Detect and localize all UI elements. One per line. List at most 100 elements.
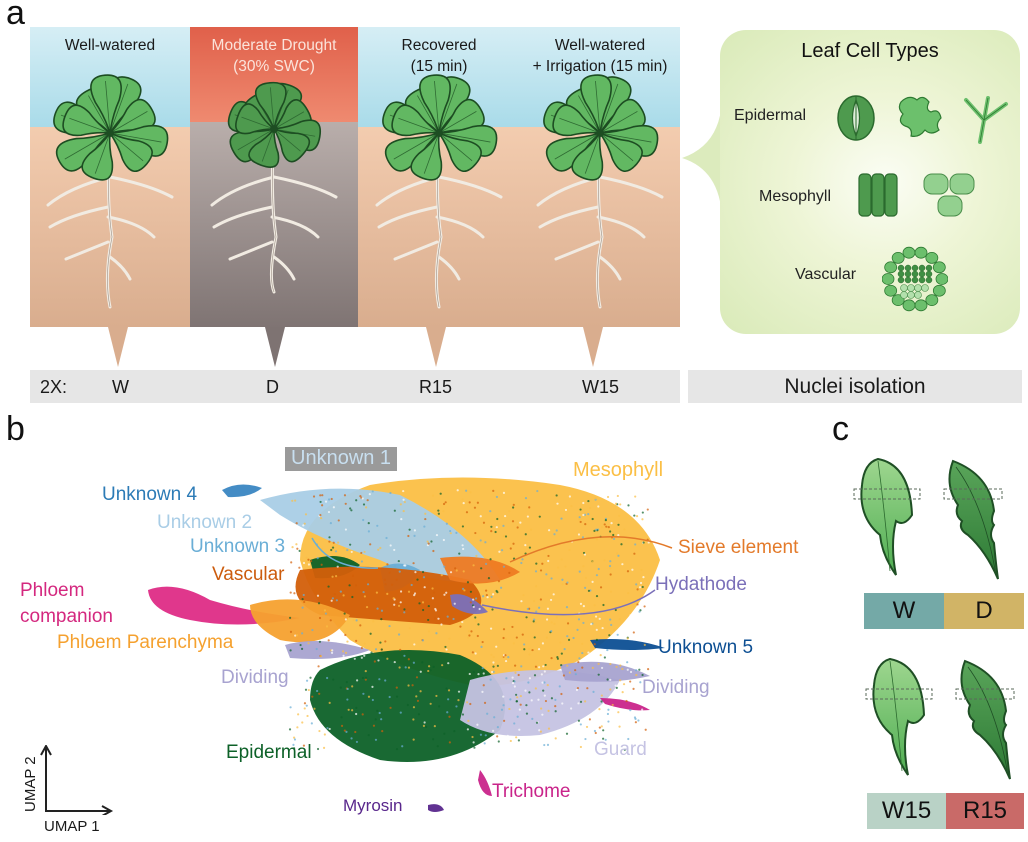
cell-point <box>329 619 332 622</box>
cell-point <box>490 595 493 598</box>
cell-point <box>360 560 364 563</box>
cell-point <box>370 651 373 654</box>
cell-point <box>336 565 339 568</box>
cell-point <box>413 592 417 595</box>
cell-point <box>568 671 571 674</box>
cell-point <box>484 734 487 737</box>
cell-point <box>296 547 299 550</box>
cell-point <box>311 628 314 632</box>
condition-title-line1: Well-watered <box>554 37 646 54</box>
cell-point <box>626 661 629 664</box>
cell-point <box>454 567 457 570</box>
cell-point <box>312 495 316 498</box>
cell-point <box>642 575 645 579</box>
cell-point <box>408 528 411 531</box>
cell-point <box>491 729 495 732</box>
cell-point <box>593 643 596 646</box>
cell-point <box>446 615 449 618</box>
cell-point <box>343 494 347 497</box>
cell-point <box>531 648 534 652</box>
cell-point <box>490 653 493 656</box>
cell-point <box>479 539 482 542</box>
cell-point <box>544 663 547 667</box>
cell-point <box>371 698 374 702</box>
cell-point <box>399 601 402 604</box>
cell-point <box>402 498 405 501</box>
cell-point <box>461 525 465 528</box>
cell-point <box>377 659 380 662</box>
cell-point <box>291 499 294 502</box>
cell-point <box>485 589 488 592</box>
cell-point <box>340 716 343 719</box>
cell-point <box>288 728 292 731</box>
cell-point <box>521 558 524 561</box>
cell-point <box>526 607 529 611</box>
cell-point <box>534 687 537 690</box>
cell-point <box>491 608 494 611</box>
cell-point <box>473 746 476 749</box>
trichome-icon <box>964 96 1008 144</box>
cell-point <box>592 690 595 693</box>
cell-point <box>512 642 515 645</box>
cell-point <box>444 645 447 649</box>
cell-point <box>534 570 538 573</box>
cell-point <box>319 494 322 497</box>
cell-point <box>445 591 448 594</box>
cell-point <box>360 551 363 555</box>
cell-point <box>401 745 404 748</box>
cell-point <box>296 729 300 733</box>
cell-point <box>536 489 539 493</box>
cell-point <box>486 712 489 715</box>
cell-point <box>339 686 342 689</box>
cell-point <box>437 512 440 515</box>
cell-point <box>320 516 323 520</box>
cell-point <box>570 707 573 710</box>
cell-point <box>565 606 569 609</box>
cell-point <box>397 604 401 607</box>
panel-a-letter: a <box>6 0 25 32</box>
cell-point <box>429 702 432 705</box>
cell-point <box>369 543 372 546</box>
label-unknown-1: Unknown 1 <box>285 447 398 471</box>
cell-point <box>518 728 521 731</box>
cell-point <box>489 558 492 561</box>
cell-point <box>472 671 475 674</box>
cell-point <box>295 634 299 637</box>
cell-point <box>328 727 331 731</box>
cell-point <box>547 709 550 712</box>
cluster-unknown-4 <box>222 484 262 498</box>
cell-point <box>347 708 350 711</box>
cell-point <box>395 686 398 689</box>
cell-point <box>623 748 626 751</box>
nuclei-isolation-label: Nuclei isolation <box>784 375 926 398</box>
cell-point <box>550 697 554 700</box>
cell-point <box>412 661 415 664</box>
cell-point <box>476 501 479 504</box>
cell-point <box>574 673 577 676</box>
cell-point <box>608 564 612 568</box>
cell-point <box>476 723 479 726</box>
cell-point <box>346 698 349 701</box>
cell-point <box>606 495 610 499</box>
cell-point <box>465 511 469 514</box>
cell-point <box>355 639 358 643</box>
cell-point <box>329 522 332 525</box>
cell-point <box>516 696 519 699</box>
cell-point <box>295 543 298 546</box>
cell-point <box>477 673 480 676</box>
cell-point <box>583 553 587 556</box>
cell-point <box>643 643 646 647</box>
cell-point <box>541 681 544 684</box>
condition-title: Well-watered <box>30 35 190 56</box>
cell-point <box>492 670 495 673</box>
cell-point <box>539 569 543 572</box>
cell-point <box>520 665 523 668</box>
cell-point <box>560 692 563 696</box>
sample-pointer-w15 <box>583 327 603 367</box>
cell-point <box>403 608 406 611</box>
cell-point <box>350 737 353 740</box>
cell-point <box>463 589 466 592</box>
cell-point <box>374 718 377 721</box>
cell-point <box>503 719 506 722</box>
cell-point <box>318 616 322 620</box>
